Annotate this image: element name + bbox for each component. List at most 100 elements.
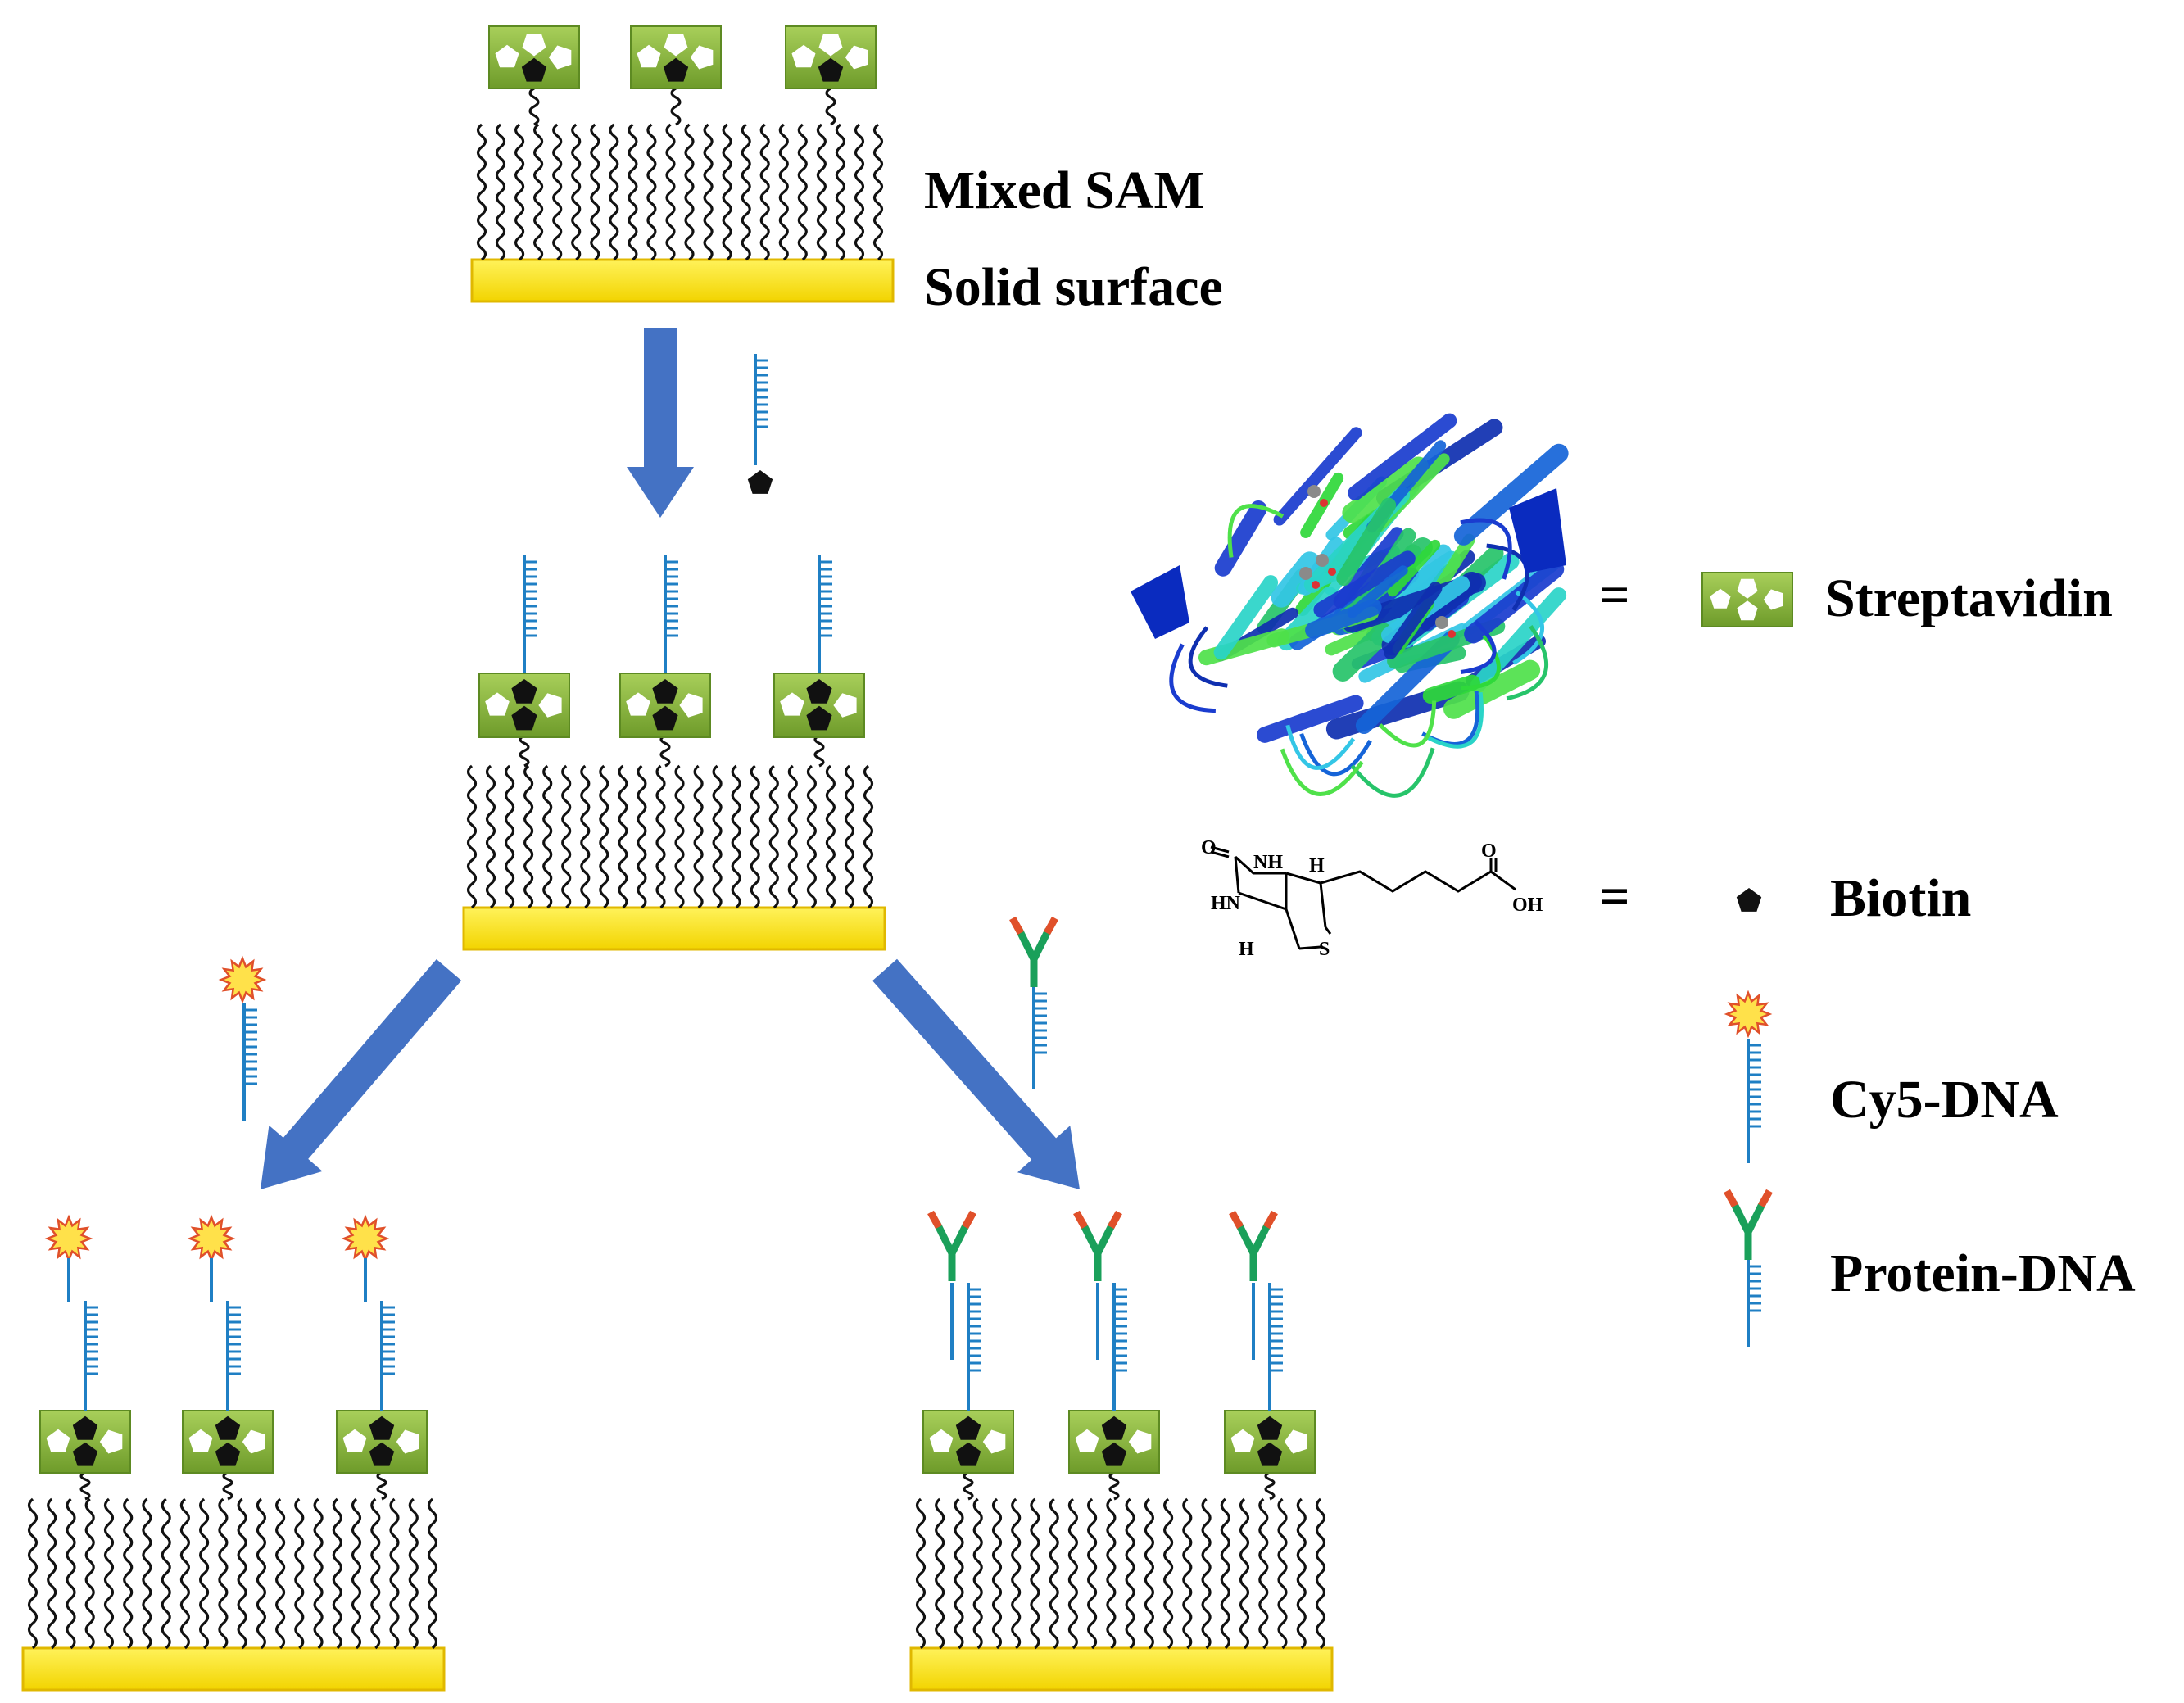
hybridized-dna-strand — [226, 1301, 241, 1411]
antibody-arm-left — [1235, 1221, 1257, 1256]
biotin-structure: O NH HN H H S O OH — [1201, 837, 1543, 960]
bound-biotin-top — [652, 679, 678, 704]
alkanethiol-chain — [787, 764, 798, 909]
alkanethiol-chain — [768, 764, 779, 909]
beta-strand — [1347, 565, 1408, 618]
streptavidin-icon — [630, 25, 722, 89]
biotin-h-bottom-label: H — [1239, 939, 1254, 960]
biotin-tether — [813, 734, 825, 768]
hybridized-dna-strand — [1268, 1283, 1283, 1411]
loop-coil — [1460, 620, 1497, 674]
alkanethiol-chain — [816, 123, 827, 261]
antibody-icon — [1229, 1210, 1278, 1281]
streptavidin-icon — [1701, 572, 1793, 627]
beta-strand — [1470, 587, 1567, 693]
alkanethiol-chain — [759, 123, 770, 261]
antibody-arm-right — [1094, 1221, 1117, 1256]
antibody-tip-left — [1229, 1210, 1244, 1230]
bound-biotin-bottom — [521, 57, 547, 82]
sam-layer — [27, 123, 1326, 1650]
bound-biotin-bottom — [955, 1442, 981, 1466]
mixed-sam-label: Mixed SAM — [924, 161, 1205, 220]
binding-pocket-top — [818, 34, 843, 57]
streptavidin-icon — [39, 1410, 131, 1474]
biotin-tether — [222, 1471, 233, 1501]
alkanethiol-chain — [628, 123, 638, 261]
dna-streptavidin-unit — [478, 555, 570, 768]
beta-strand — [1273, 427, 1362, 526]
loop-coil — [1512, 590, 1545, 665]
alkanethiol-chain — [599, 764, 609, 909]
alkanethiol-chain — [1296, 1497, 1307, 1650]
legend-protein-dna-label: Protein-DNA — [1830, 1243, 2136, 1303]
alkanethiol-chain — [47, 1497, 57, 1650]
alkanethiol-chain — [351, 1497, 362, 1650]
binding-pocket-right — [690, 45, 714, 70]
alkanethiol-chain — [256, 1497, 266, 1650]
alkanethiol-chain — [533, 123, 544, 261]
streptavidin-icon — [1068, 1410, 1160, 1474]
alkanethiol-chain — [609, 123, 619, 261]
biotin-nh-label: NH — [1253, 852, 1283, 873]
alkanethiol-chain — [750, 764, 760, 909]
antibody-icon — [1073, 1210, 1122, 1281]
binding-pocket-right — [396, 1429, 419, 1454]
beta-strand — [1214, 500, 1267, 577]
biotin-pentagon-icon — [747, 470, 773, 494]
dna-streptavidin-unit — [619, 555, 711, 768]
beta-strand — [1336, 497, 1397, 587]
alkanethiol-chain — [872, 123, 884, 261]
alkanethiol-chain — [590, 123, 600, 261]
beta-strand — [1387, 539, 1441, 597]
biotin-tether — [670, 87, 682, 126]
beta-strand — [1213, 575, 1279, 660]
alkanethiol-chain — [495, 123, 506, 261]
binding-pocket-right — [548, 45, 572, 70]
bound-biotin-top — [72, 1415, 98, 1440]
beta-strand — [1443, 659, 1541, 719]
antibody-arm-left — [1015, 927, 1038, 962]
gold-surface — [470, 258, 895, 303]
gold-surface — [462, 906, 886, 951]
biotin-dna-strand — [664, 555, 678, 673]
solid-surface-label: Solid surface — [924, 257, 1223, 317]
mixed-sam — [476, 123, 884, 261]
protein-dna-icon — [1724, 1189, 1773, 1347]
antibody-tip-right — [1758, 1189, 1773, 1208]
bound-biotin-bottom — [369, 1442, 395, 1466]
binding-pocket-right — [845, 45, 868, 70]
antibody-arm-left — [1729, 1200, 1752, 1234]
sam-streptavidin-unit — [488, 25, 580, 126]
loop-coil — [1285, 724, 1356, 770]
alkanethiol-chain — [991, 1497, 1003, 1650]
beta-strand — [1384, 582, 1443, 659]
biotin-dna-strand — [754, 354, 768, 465]
streptavidin-icon — [773, 673, 865, 738]
antibody-tip-right — [962, 1210, 976, 1230]
streptavidin-icon — [488, 25, 580, 89]
alkanethiol-chain — [844, 764, 855, 909]
alkanethiol-chain — [389, 1497, 400, 1650]
biotin-tether — [528, 87, 540, 126]
bound-biotin-bottom — [72, 1442, 98, 1466]
alkanethiol-chain — [294, 1497, 305, 1650]
loop-coil — [1227, 504, 1285, 558]
alkanethiol-chain — [27, 1497, 39, 1650]
binding-pocket-left — [342, 1429, 367, 1452]
alkanethiol-chain — [485, 764, 496, 909]
alkanethiol-chain — [427, 1497, 438, 1650]
alkanethiol-chain — [1087, 1497, 1098, 1650]
bound-biotin-bottom — [806, 705, 832, 731]
loop-coil — [1299, 732, 1372, 777]
alkanethiol-chain — [741, 123, 751, 261]
legend-cy5-dna-strand — [1747, 1039, 1761, 1163]
alkanethiol-chain — [646, 123, 657, 261]
cy5-dna-streptavidin-unit — [39, 1214, 131, 1501]
alkanethiol-chain — [1315, 1497, 1326, 1650]
alkanethiol-chain — [1049, 1497, 1059, 1650]
streptavidin-icon — [336, 1410, 428, 1474]
beta-strand — [1342, 456, 1429, 523]
antibody-arm-right — [1030, 927, 1053, 962]
binding-pocket-left — [780, 692, 804, 716]
streptavidin-icon — [1701, 572, 1793, 627]
